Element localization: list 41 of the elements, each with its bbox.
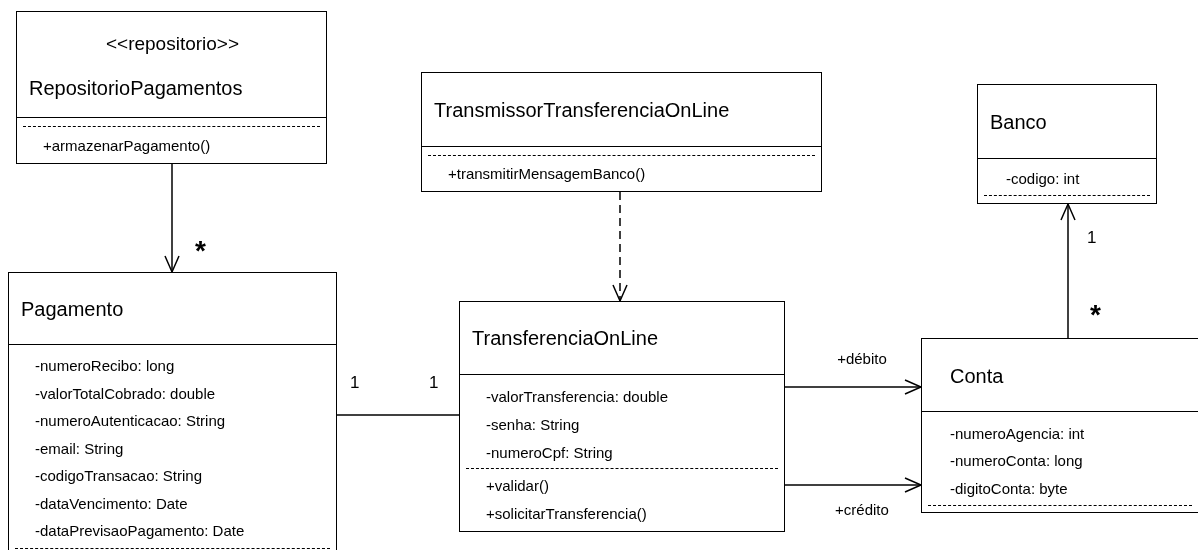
association-arrow [784, 379, 922, 395]
association-arrow [164, 163, 180, 273]
attribute-text: -valorTotalCobrado: double [35, 383, 216, 404]
attribute-text: -valorTransferencia: double [486, 387, 669, 407]
class-name: Pagamento [21, 298, 124, 320]
class-box [16, 11, 327, 164]
attribute-text: -numeroConta: long [950, 451, 1083, 471]
method-text: +validar() [486, 476, 549, 496]
attribute-text: -codigoTransacao: String [35, 466, 203, 486]
class-name: Banco [990, 111, 1047, 133]
multiplicity-label: * [195, 238, 206, 264]
attribute-text: -numeroCpf: String [486, 443, 613, 463]
association-arrow [784, 477, 922, 493]
multiplicity-label: 1 [1087, 228, 1097, 248]
attribute-text: -numeroAgencia: int [950, 424, 1085, 444]
attribute-text: -email: String [35, 438, 124, 459]
class-name: TransferenciaOnLine [472, 327, 659, 349]
class-name: TransmissorTransferenciaOnLine [434, 99, 730, 121]
class-box [421, 72, 822, 192]
attribute-text: -numeroRecibo: long [35, 356, 175, 376]
class-name: RepositorioPagamentos [29, 77, 243, 99]
class-box [921, 338, 1198, 513]
attribute-text: -numeroAutenticacao: String [35, 411, 226, 431]
method-text: +transmitirMensagemBanco() [448, 164, 646, 184]
class-box [8, 272, 337, 550]
attribute-text: -codigo: int [1006, 169, 1080, 189]
multiplicity-label: * [1090, 302, 1101, 328]
attribute-text: -digitoConta: byte [950, 479, 1068, 499]
method-text: +armazenarPagamento() [43, 136, 211, 156]
multiplicity-label: 1 [350, 373, 360, 393]
stereotype-label: <<repositorio>> [104, 33, 241, 55]
association-arrow [612, 191, 628, 302]
class-box [459, 301, 785, 532]
multiplicity-label: 1 [429, 373, 439, 393]
attribute-text: -senha: String [486, 415, 580, 435]
association-arrow [1060, 203, 1076, 339]
method-text: +solicitarTransferencia() [486, 504, 647, 524]
class-name: Conta [950, 365, 1004, 387]
attribute-text: -dataPrevisaoPagamento: Date [35, 521, 245, 541]
class-box [977, 84, 1157, 204]
attribute-text: -dataVencimento: Date [35, 493, 188, 514]
